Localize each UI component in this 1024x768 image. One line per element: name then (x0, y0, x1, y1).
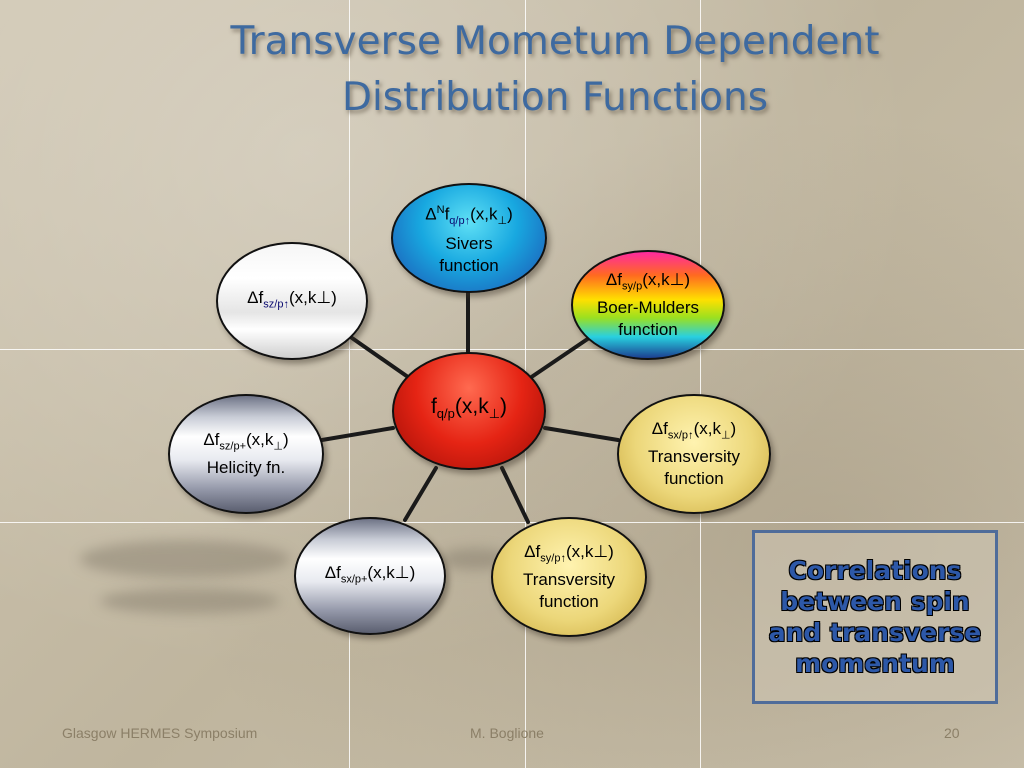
boer-mulders-func: Δf (605, 269, 623, 289)
transversity-x-label-2: function (664, 469, 724, 489)
callout-line-2: between spin (780, 587, 970, 616)
transversity-y-label-2: function (539, 592, 599, 612)
sx-p-plus-func: Δf (324, 562, 341, 582)
helicity-label: Helicity fn. (206, 458, 286, 478)
sivers-args: (x,k (470, 205, 498, 225)
boer-mulders-sub: sy/p (622, 280, 643, 293)
slide-title: Transverse Mometum Dependent Distributio… (120, 14, 990, 126)
transversity-y-formula: Δfsy/p↑(x,k⊥) (524, 541, 614, 569)
sivers-sub: q/p↑ (449, 215, 471, 228)
boer-mulders-args: (x,k⊥) (642, 269, 691, 289)
sivers-label-1: Sivers (445, 233, 493, 253)
background-shadow (100, 588, 280, 614)
center-close: ) (500, 395, 508, 419)
sivers-sup: N (436, 204, 445, 217)
transversity-x-close: ) (730, 418, 737, 438)
correlations-callout: Correlations between spin and transverse… (752, 530, 998, 704)
transversity-x-func: Δf (651, 418, 668, 438)
transversity-y-args: (x,k⊥) (565, 541, 614, 561)
helicity-node: Δfsz/p+(x,k⊥) Helicity fn. (168, 394, 324, 514)
boer-mulders-label-2: function (618, 320, 678, 340)
sx-p-plus-sub: sx/p+ (340, 573, 368, 586)
helicity-args: (x,k (246, 429, 274, 449)
sz-p-up-args: (x,k⊥) (288, 287, 337, 307)
helicity-sub: sz/p+ (219, 440, 247, 453)
callout-line-3: and transverse (768, 618, 982, 647)
title-line-1: Transverse Mometum Dependent (230, 19, 880, 64)
sx-p-plus-args: (x,k⊥) (367, 562, 416, 582)
sx-p-plus-node: Δfsx/p+(x,k⊥) (294, 517, 446, 635)
center-func: f (430, 395, 437, 419)
sivers-close: ) (507, 205, 513, 225)
center-formula: fq/p(x,k⊥) (431, 396, 507, 425)
transversity-x-formula: Δfsx/p↑(x,k⊥) (652, 418, 736, 446)
boer-mulders-formula: Δfsy/p(x,k⊥) (606, 269, 690, 297)
transversity-y-sub: sy/p↑ (540, 552, 566, 565)
sivers-label-2: function (439, 255, 499, 275)
transversity-x-args: (x,k (693, 418, 721, 438)
callout-line-4: momentum (795, 649, 955, 678)
center-perp: ⊥ (488, 406, 501, 422)
connector-transversity-x (543, 426, 620, 442)
center-sub: q/p (436, 406, 455, 422)
connector-sz-p-up (350, 336, 410, 379)
sivers-delta: Δ (425, 205, 437, 225)
connector-transversity-y (500, 466, 530, 524)
boer-mulders-label-1: Boer-Mulders (596, 298, 700, 318)
footer-author: M. Boglione (470, 725, 544, 741)
background-shadow (80, 540, 290, 578)
helicity-func: Δf (203, 429, 220, 449)
footer-page-number: 20 (944, 725, 960, 741)
transversity-x-perp: ⊥ (720, 429, 731, 442)
sivers-formula: ΔNfq/p↑(x,k⊥) (425, 199, 513, 232)
grid-line (700, 0, 701, 768)
grid-line (0, 522, 1024, 523)
helicity-perp: ⊥ (273, 440, 283, 453)
connector-sx-p-plus (403, 466, 438, 522)
sivers-node: ΔNfq/p↑(x,k⊥) Sivers function (391, 183, 547, 293)
title-line-2: Distribution Functions (341, 75, 769, 120)
sz-p-up-sub: sz/p↑ (263, 298, 289, 311)
sz-p-up-func: Δf (247, 287, 264, 307)
transversity-y-func: Δf (524, 541, 541, 561)
transversity-x-label-1: Transversity (648, 447, 740, 467)
footer-event: Glasgow HERMES Symposium (62, 725, 258, 741)
sz-p-up-node: Δfsz/p↑(x,k⊥) (216, 242, 368, 360)
boer-mulders-node: Δfsy/p(x,k⊥) Boer-Mulders function (571, 250, 725, 360)
helicity-formula: Δfsz/p+(x,k⊥) (203, 429, 288, 457)
center-node: fq/p(x,k⊥) (392, 352, 546, 470)
callout-line-1: Correlations (788, 556, 962, 585)
connector-helicity (320, 426, 395, 442)
sx-p-plus-formula: Δfsx/p+(x,k⊥) (325, 562, 416, 590)
transversity-y-node: Δfsy/p↑(x,k⊥) Transversity function (491, 517, 647, 637)
sz-p-up-formula: Δfsz/p↑(x,k⊥) (247, 287, 337, 315)
center-args: (x,k (454, 395, 489, 419)
transversity-y-label-1: Transversity (523, 570, 615, 590)
sivers-func: f (444, 205, 450, 225)
sivers-perp: ⊥ (497, 215, 508, 228)
grid-line (349, 0, 350, 768)
transversity-x-sub: sx/p↑ (667, 429, 694, 442)
grid-line (0, 349, 1024, 350)
helicity-close: ) (283, 429, 289, 449)
transversity-x-node: Δfsx/p↑(x,k⊥) Transversity function (617, 394, 771, 514)
connector-boer-mulders (528, 334, 594, 380)
